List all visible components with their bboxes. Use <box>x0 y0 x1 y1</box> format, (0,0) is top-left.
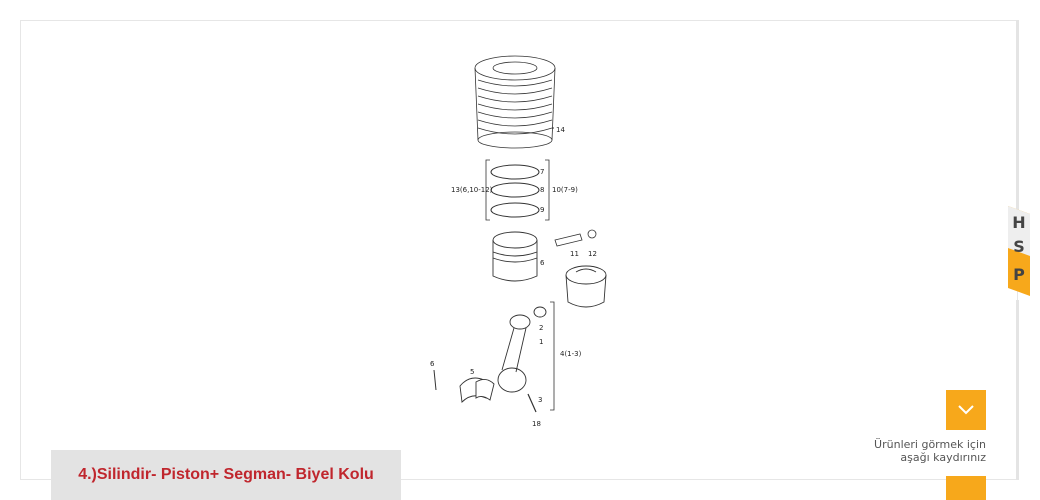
piston-alt-part <box>565 265 607 308</box>
piston-rings <box>490 164 540 218</box>
hsp-logo[interactable]: H S P <box>1006 204 1032 298</box>
right-divider <box>1016 20 1019 210</box>
label-18: 18 <box>532 420 541 428</box>
diagram-caption: 4.)Silindir- Piston+ Segman- Biyel Kolu <box>51 450 401 500</box>
label-1: 1 <box>539 338 543 346</box>
label-8: 8 <box>540 186 544 194</box>
label-14: 14 <box>556 126 565 134</box>
label-13: 13(6,10-12) <box>451 186 493 194</box>
label-4: 4(1-3) <box>560 350 582 358</box>
label-3: 3 <box>538 396 542 404</box>
hsp-letter-p: P <box>1013 265 1025 284</box>
label-11: 11 <box>570 250 579 258</box>
caption-title: 4.)Silindir- Piston+ Segman- Biyel Kolu <box>78 466 374 483</box>
piston-part <box>492 231 538 282</box>
piston-pin <box>554 229 597 247</box>
scroll-down-button[interactable] <box>946 390 986 430</box>
scroll-hint: Ürünleri görmek için aşağı kaydırınız <box>856 438 986 464</box>
cylinder-part <box>474 55 556 149</box>
label-6: 6 <box>540 259 545 267</box>
chevron-down-icon <box>958 405 974 415</box>
label-2: 2 <box>539 324 543 332</box>
label-9: 9 <box>540 206 544 214</box>
right-divider-lower <box>1016 300 1019 480</box>
hsp-letter-h: H <box>1012 213 1025 232</box>
scroll-button-secondary[interactable] <box>946 476 986 500</box>
scroll-hint-line1: Ürünleri görmek için <box>874 438 986 451</box>
hsp-letter-s: S <box>1013 237 1025 256</box>
label-6-bolt: 6 <box>430 360 435 368</box>
scroll-hint-line2: aşağı kaydırınız <box>900 451 986 464</box>
parts-diagram: 14 7 8 9 13(6,10-12) 10(7-9) 6 11 12 2 1… <box>430 55 607 428</box>
content-frame <box>20 20 1018 480</box>
label-12: 12 <box>588 250 597 258</box>
label-7: 7 <box>540 168 544 176</box>
label-10: 10(7-9) <box>552 186 578 194</box>
label-5: 5 <box>470 368 474 376</box>
connecting-rod <box>497 306 547 393</box>
bearing-shells <box>459 377 495 403</box>
